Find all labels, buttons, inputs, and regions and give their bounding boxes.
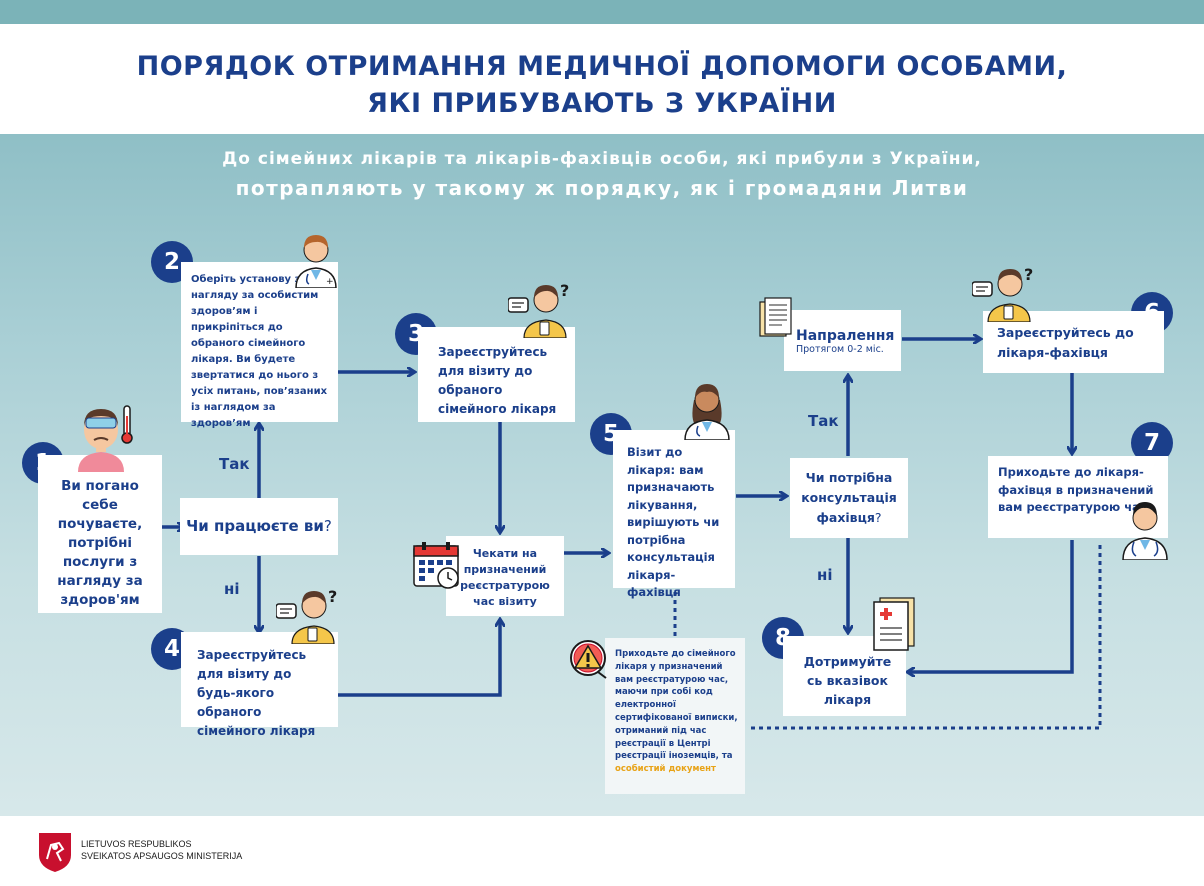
wait-box-text: Чекати на призначений реєстратурою час в… [460,547,550,608]
wait-box: Чекати на призначений реєстратурою час в… [446,536,564,616]
arrow-4-to-wait [338,620,500,697]
step-8-text: Дотримуйте сь вказівок лікаря [803,654,892,707]
arrow-7-to-8 [908,540,1074,672]
doctor-icon: + [293,230,339,292]
page-title: ПОРЯДОК ОТРИМАННЯ МЕДИЧНОЇ ДОПОМОГИ ОСОБ… [0,48,1204,122]
note-text: Приходьте до сімейного лікаря у призначе… [615,649,738,762]
footer-line2: SVEIKATOS APSAUGOS MINISTERIJA [81,851,243,861]
step-2-box: Оберіть установу з нагляду за особистим … [181,262,338,429]
thermometer-icon [70,404,136,476]
step-3-box: Зареєструйтесь для візиту до обраного сі… [418,327,575,422]
dotted-7-to-note [750,545,1102,730]
step-1-box: Ви погано себе почуваєте, потрібні послу… [38,455,162,613]
svg-text:+: + [326,277,334,287]
step-6-text: Зареєструйтесь до лікаря-фахівця [997,325,1134,360]
subtitle: До сімейних лікарів та лікарів-фахівців … [0,146,1204,204]
documents-icon [758,296,796,344]
label-no-2: ні [817,566,833,584]
header [0,24,1204,134]
footer-ministry: LIETUVOS RESPUBLIKOS SVEIKATOS APSAUGOS … [81,838,242,862]
label-yes-2: Так [808,412,839,430]
decision-specialist-box: Чи потрібна консультація фахівця? [790,458,908,538]
page-title-line2: ЯКІ ПРИБУВАЮТЬ З УКРАЇНИ [367,88,837,119]
label-no-1: ні [224,580,240,598]
referral-title: Напралення [796,328,895,344]
decision-work-text: Чи працюєте ви [186,517,324,535]
svg-text:?: ? [560,281,569,300]
step-4-text: Зареєструйтесь для візиту до будь-якого … [197,648,316,738]
decision-work-qmark: ? [323,517,332,535]
step-1-text: Ви погано себе почуваєте, потрібні послу… [57,478,143,608]
referral-box: Напралення Протягом 0-2 міс. [784,310,901,371]
svg-text:?: ? [1024,265,1033,284]
doctor-male-icon [1120,494,1170,564]
step-4-box: Зареєструйтесь для візиту до будь-якого … [181,632,338,738]
step-7-text: Приходьте до лікаря-фахівця в призначени… [998,465,1154,514]
decision-work-box: Чи працюєте ви? [180,498,338,555]
patient-phone-icon: ? [507,278,572,342]
warning-icon [568,638,610,684]
patient-phone-icon-3: ? [971,262,1036,326]
label-yes-1: Так [219,455,250,473]
footer-line1: LIETUVOS RESPUBLIKOS [81,839,192,849]
note-box: Приходьте до сімейного лікаря у призначе… [605,638,745,794]
step-5-box: Візит до лікаря: вам призначають лікуван… [613,430,735,599]
decision-specialist-text: Чи потрібна консультація фахівця [801,470,897,525]
doctor-female-icon [682,376,732,444]
patient-phone-icon-2: ? [275,584,340,648]
medical-report-icon [870,596,918,656]
svg-text:?: ? [328,587,337,606]
step-8-box: Дотримуйте сь вказівок лікаря [783,636,906,716]
calendar-clock-icon [412,540,462,594]
coat-of-arms-icon [37,831,73,877]
step-2-text: Оберіть установу з нагляду за особистим … [191,274,328,429]
decision-specialist-qmark: ? [874,510,882,525]
note-highlight: особистий документ [615,764,716,775]
step-5-text: Візит до лікаря: вам призначають лікуван… [627,445,720,599]
page-title-line1: ПОРЯДОК ОТРИМАННЯ МЕДИЧНОЇ ДОПОМОГИ ОСОБ… [136,51,1068,82]
referral-subtitle: Протягом 0-2 міс. [796,344,884,355]
step-3-text: Зареєструйтесь для візиту до обраного сі… [438,345,557,416]
top-color-bar [0,0,1204,24]
subtitle-line2: потрапляють у такому ж порядку, як і гро… [235,176,969,200]
subtitle-line1: До сімейних лікарів та лікарів-фахівців … [222,149,982,169]
